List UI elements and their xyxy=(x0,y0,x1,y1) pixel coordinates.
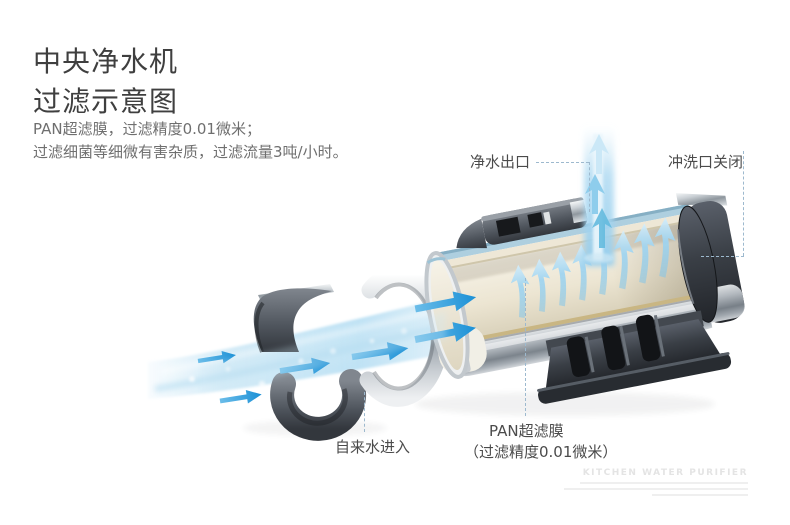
watermark-title: KITCHEN WATER PURIFIER xyxy=(582,468,748,478)
leader-inlet-vertical xyxy=(364,392,365,432)
inlet-clamp-lower xyxy=(270,369,367,441)
description-line2: 过滤细菌等细微有害杂质，过滤流量3吨/小时。 xyxy=(33,143,348,161)
page-title: 中央净水机 过滤示意图 xyxy=(33,42,178,122)
callout-membrane-sublabel: （过滤精度0.01微米） xyxy=(464,443,618,461)
watermark: KITCHEN WATER PURIFIER xyxy=(564,468,748,496)
page-title-line2: 过滤示意图 xyxy=(33,85,179,118)
leader-outlet-horizontal xyxy=(536,162,589,163)
callout-outlet-label: 净水出口 xyxy=(470,153,531,171)
watermark-fineprint-bar xyxy=(564,488,748,490)
flush-end-cap xyxy=(675,193,745,323)
mounting-bracket xyxy=(537,310,732,404)
page-title-line1: 中央净水机 xyxy=(33,45,179,78)
callout-membrane-label: PAN超滤膜 xyxy=(489,422,564,440)
callout-inlet-label: 自来水进入 xyxy=(335,438,411,456)
inlet-clamp-upper xyxy=(253,284,334,353)
watermark-fineprint-bar xyxy=(580,482,748,484)
device-shadow xyxy=(415,392,715,416)
pan-membrane-interior xyxy=(434,220,706,346)
watermark-fineprint-bar xyxy=(652,494,748,496)
filter-housing-cutaway xyxy=(413,193,745,404)
description-line1: PAN超滤膜，过滤精度0.01微米； xyxy=(33,120,261,138)
page-description: PAN超滤膜，过滤精度0.01微米； 过滤细菌等细微有害杂质，过滤流量3吨/小时… xyxy=(33,118,348,164)
top-bracket xyxy=(456,197,588,249)
stream-overlay xyxy=(200,312,446,392)
leader-membrane-vertical xyxy=(525,278,526,416)
leader-flush-vertical xyxy=(743,151,744,256)
leader-outlet-vertical xyxy=(589,162,590,212)
callout-flush-label: 冲洗口关闭 xyxy=(668,153,744,171)
leader-flush-horizontal xyxy=(701,256,744,257)
